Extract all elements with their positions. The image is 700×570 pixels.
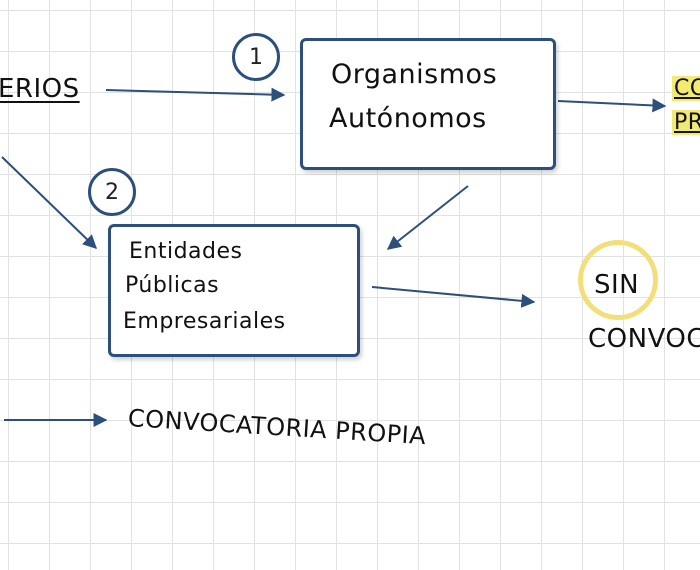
node-entidades-line-3: Empresariales xyxy=(123,309,286,334)
node-entidades-publicas-empresariales: Entidades Públicas Empresariales xyxy=(108,224,360,357)
arrow-ministerios-to-organismos xyxy=(105,87,286,102)
arrow-organismos-to-right xyxy=(557,98,667,113)
node-organismos-autonomos: Organismos Autónomos xyxy=(300,38,556,170)
node-entidades-line-2: Públicas xyxy=(125,273,220,298)
label-right-top-partial-1: CO xyxy=(672,76,700,101)
badge-1: 1 xyxy=(232,33,280,81)
node-organismos-line-2: Autónomos xyxy=(329,103,487,134)
node-organismos-line-1: Organismos xyxy=(331,59,498,90)
label-right-top-partial-2: PR xyxy=(672,110,700,135)
label-ministerios-partial: ERIOS xyxy=(0,74,80,104)
label-sin: SIN xyxy=(594,270,640,300)
sin-highlight-ring xyxy=(578,240,658,320)
node-entidades-line-1: Entidades xyxy=(129,239,243,264)
label-convoc-partial: CONVOC xyxy=(588,324,700,354)
arrow-ministerios-to-entidades xyxy=(1,156,98,249)
arrow-entidades-to-sin xyxy=(371,286,536,308)
arrow-organismos-to-entidades xyxy=(386,185,469,250)
badge-2: 2 xyxy=(88,168,136,216)
